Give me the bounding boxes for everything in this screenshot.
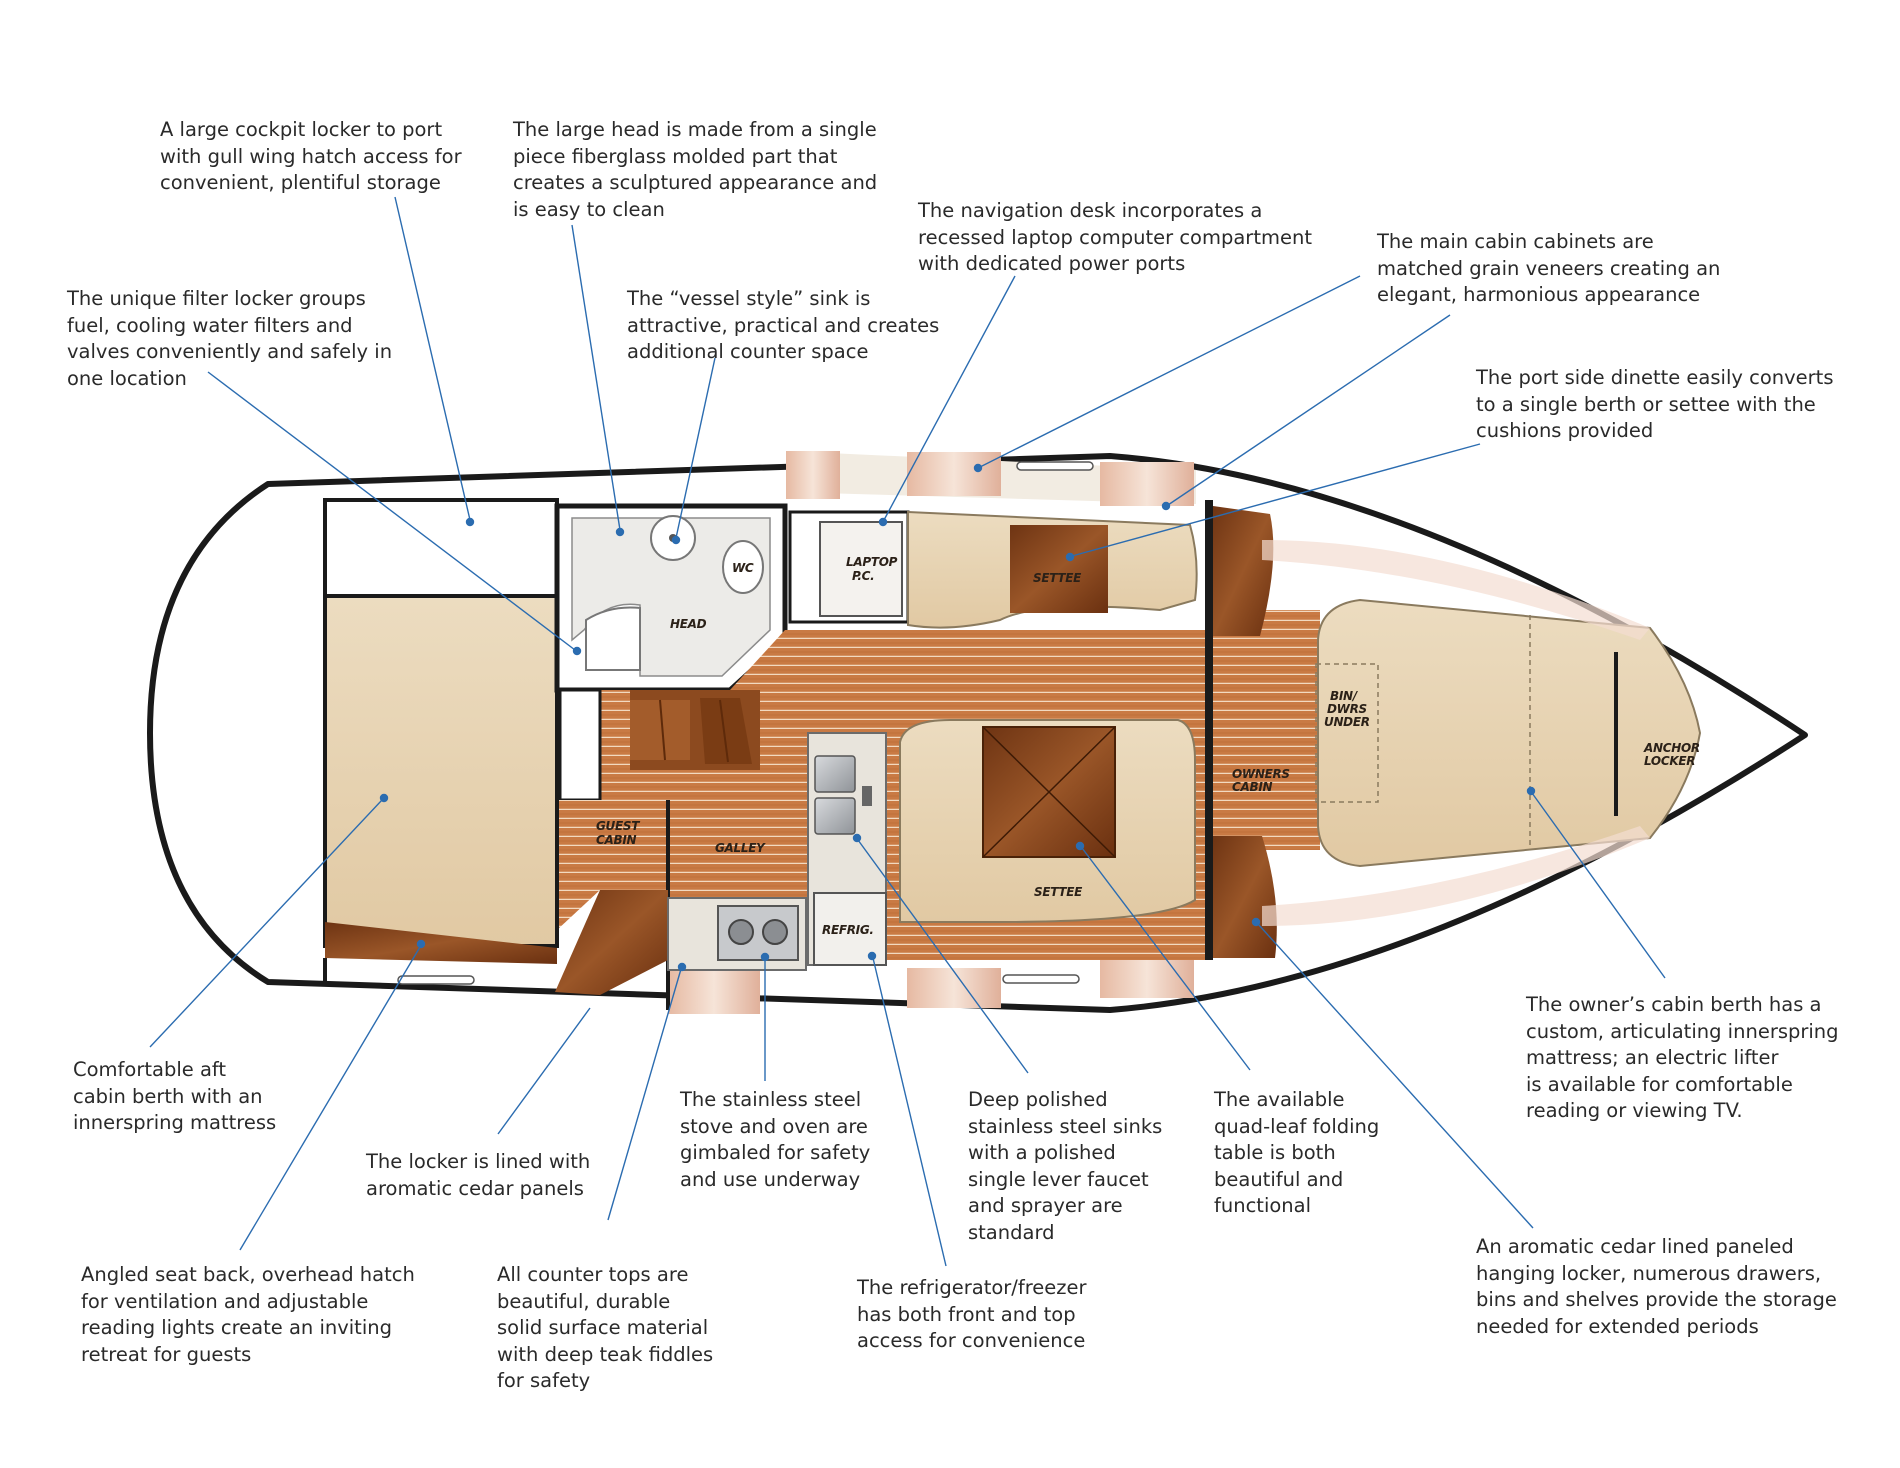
guest-cedar-locker	[555, 890, 668, 995]
settee-top-label: SETTEE	[1033, 571, 1082, 585]
guest-cabin-label: GUEST CABIN	[596, 819, 643, 847]
callout-cockpit-locker: A large cockpit locker to port with gull…	[160, 118, 462, 194]
callout-cedar-locker: The locker is lined with aromatic cedar …	[366, 1150, 591, 1200]
callout-fridge: The refrigerator/freezer has both front …	[857, 1276, 1087, 1352]
callout-dinette: The port side dinette easily converts to…	[1476, 366, 1834, 442]
bin-dwrs-label: BIN/ DWRS UNDER	[1324, 689, 1371, 729]
callout-hanging-locker: An aromatic cedar lined paneled hanging …	[1476, 1235, 1837, 1338]
callout-cabinets: The main cabin cabinets are matched grai…	[1377, 230, 1721, 306]
cabinet-bottom-2	[907, 968, 1001, 1008]
guest-cabin-floor	[557, 800, 668, 930]
settee-top-teak	[1010, 525, 1108, 613]
cabinet-bottom-1	[668, 968, 760, 1014]
leader-lines	[149, 196, 1666, 1267]
callout-vessel-sink: The “vessel style” sink is attractive, p…	[627, 287, 940, 363]
callout-aft-berth: Comfortable aft cabin berth with an inne…	[73, 1058, 277, 1134]
owners-cedar-top	[1213, 506, 1274, 636]
cabinet-top-3	[1100, 462, 1194, 506]
callout-stove: The stainless steel stove and oven are g…	[680, 1088, 871, 1191]
companionway-steps	[630, 690, 760, 770]
owners-berth	[1317, 598, 1702, 868]
refrig-label: REFRIG.	[822, 923, 874, 937]
owners-floor	[1213, 610, 1320, 850]
callout-filter-locker: The unique filter locker groups fuel, co…	[67, 287, 393, 390]
cabinet-top-2	[907, 452, 1001, 496]
aft-cabin-berth	[323, 594, 559, 948]
laptop-label: LAPTOP P.C.	[846, 555, 901, 583]
callout-head: The large head is made from a single pie…	[513, 118, 878, 221]
cabinet-top-1	[786, 451, 840, 499]
laptop-compartment	[819, 521, 903, 617]
settee-bottom-label: SETTEE	[1034, 885, 1083, 899]
head-label: HEAD	[670, 617, 707, 631]
callout-counters: All counter tops are beautiful, durable …	[497, 1263, 714, 1392]
galley-label: GALLEY	[715, 841, 766, 855]
callout-table: The available quad-leaf folding table is…	[1214, 1088, 1380, 1217]
owners-cabin-label: OWNERS CABIN	[1232, 767, 1294, 794]
cabinet-bottom-3	[1100, 958, 1194, 998]
aft-cedar-panel	[325, 922, 557, 964]
callout-nav-desk: The navigation desk incorporates a reces…	[918, 199, 1312, 275]
galley-sink-1	[814, 755, 856, 793]
anchor-locker-label: ANCHOR LOCKER	[1643, 741, 1704, 768]
callout-sinks: Deep polished stainless steel sinks with…	[968, 1088, 1163, 1244]
galley-sink-2	[814, 797, 856, 835]
callout-seat-back: Angled seat back, overhead hatch for ven…	[81, 1263, 415, 1366]
toilet	[722, 540, 764, 594]
wc-label: WC	[732, 561, 754, 575]
callout-owners-berth: The owner’s cabin berth has a custom, ar…	[1526, 993, 1839, 1122]
